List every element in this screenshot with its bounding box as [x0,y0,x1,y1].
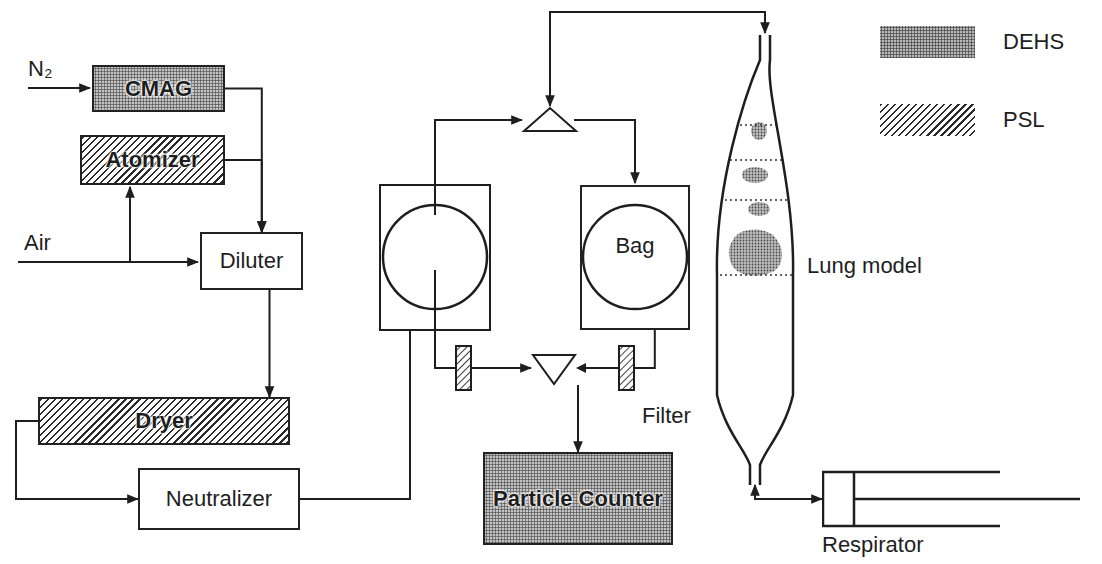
node-label: CMAG [125,76,192,101]
node-label: Neutralizer [166,486,272,511]
process-box: Neutralizer [138,468,300,530]
legend-label: PSL [1003,107,1045,132]
legend-swatch [880,26,975,58]
counter-box: Particle Counter [483,452,673,545]
node-label: Diluter [220,248,284,273]
plain-label: Filter [642,403,691,429]
plain-label: Air [24,230,51,256]
node-label: Particle Counter [493,486,663,511]
flow-connector [578,330,655,452]
chamber-outlet-line [435,270,531,368]
loop-line [550,12,765,106]
legend-item: PSL [880,104,1045,136]
bag-box: Bag [580,185,690,330]
legend-item: DEHS [880,26,1064,58]
process-box: Diluter [200,232,303,290]
legend-swatch [880,104,975,136]
gas-inlet-arrow [28,87,90,89]
atomizer-box: Atomizer [80,135,225,185]
node-label: Bag [615,233,654,258]
air-inlet-arrow [18,261,198,263]
filter-symbol [456,346,471,390]
filter-symbol [619,346,634,390]
lung-model-shape [715,35,795,485]
respirator: Respirator [822,468,1082,560]
loop-head [549,40,551,106]
arrow-head [576,363,586,373]
flow-connector [755,485,822,499]
flow-connector [225,160,262,232]
node-label: Respirator [822,532,1082,557]
air-branch-arrow [129,187,131,262]
node-label: Lung model [807,253,922,279]
plain-label: N₂ [28,56,52,82]
node-label: Atomizer [105,147,199,172]
legend-label: DEHS [1003,29,1064,54]
flow-connector [269,290,271,397]
node-label: Dryer [135,408,192,433]
bag-fill-line [574,120,635,183]
generator-box: CMAG [92,65,225,112]
respirator-cylinder [822,468,1082,530]
valve-triangle [533,355,575,384]
chamber-top-line [435,120,522,215]
lung-model: Lung model [715,35,795,485]
valve-triangle [524,108,576,131]
flow-connector [225,89,262,233]
dryer-box: Dryer [38,397,290,445]
